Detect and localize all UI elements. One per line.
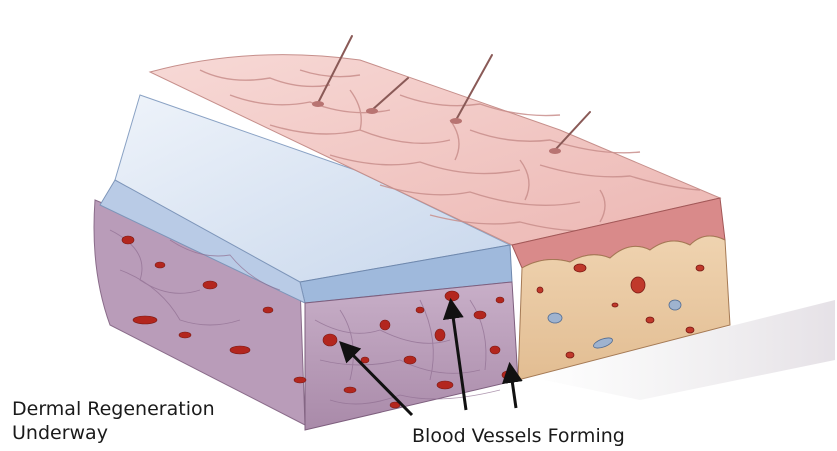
dermal-label-line1: Dermal Regeneration	[12, 397, 215, 421]
blood-vessels-label: Blood Vessels Forming	[412, 424, 625, 448]
dermal-label-line2: Underway	[12, 421, 215, 445]
dermal-regeneration-label: Dermal Regeneration Underway	[12, 397, 215, 445]
